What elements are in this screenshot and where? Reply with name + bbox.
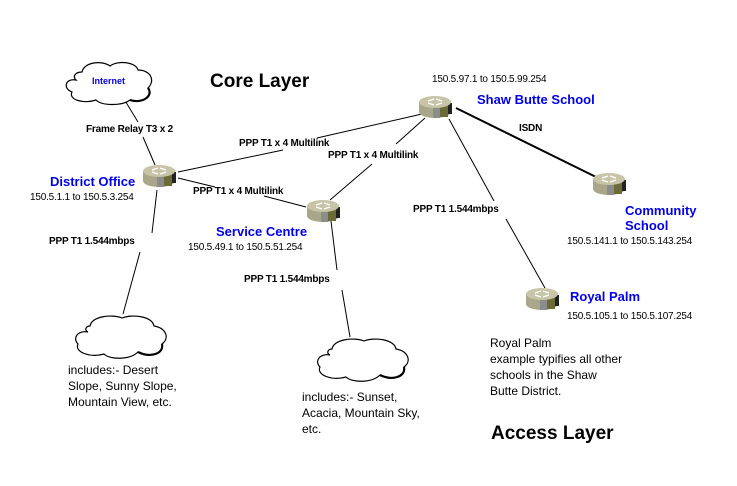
link-shaw-royal-a xyxy=(448,118,495,202)
link-internet-district-lower xyxy=(142,136,156,166)
link-internet-district xyxy=(123,98,139,123)
district-area-description: includes:- Desert Slope, Sunny Slope, Mo… xyxy=(68,362,208,410)
link-service-cloud-a xyxy=(330,220,338,271)
royal-palm-note: Royal Palm example typifies all other sc… xyxy=(490,335,650,399)
service-area-description-line3: etc. xyxy=(302,422,322,436)
access-layer-title: Access Layer xyxy=(491,423,614,444)
internet-cloud-icon xyxy=(65,61,153,106)
link-service-cloud-b xyxy=(341,289,351,338)
shaw-butte-name: Shaw Butte School xyxy=(477,92,595,107)
shaw-butte-range: 150.5.97.1 to 150.5.99.254 xyxy=(432,74,547,85)
district-office-range: 150.5.1.1 to 150.5.3.254 xyxy=(30,192,134,203)
link-label-district-service: PPP T1 x 4 Multilink xyxy=(193,186,284,197)
royal-palm-note-line1: Royal Palm xyxy=(490,336,552,350)
community-school-range: 150.5.141.1 to 150.5.143.254 xyxy=(567,236,693,247)
royal-palm-note-line3: schools in the Shaw xyxy=(490,368,597,382)
royal-palm-range: 150.5.105.1 to 150.5.107.254 xyxy=(567,311,693,322)
service-centre-range: 150.5.49.1 to 150.5.51.254 xyxy=(188,242,303,253)
royal-palm-note-line4: Butte District. xyxy=(490,384,562,398)
community-school-name-line1: Community xyxy=(625,203,697,218)
link-shaw-community xyxy=(455,107,597,178)
royal-palm-router-icon[interactable] xyxy=(525,286,561,312)
link-label-service-cloud: PPP T1 1.544mbps xyxy=(244,274,330,285)
community-school-name-line2: School xyxy=(625,218,669,233)
link-shaw-royal-b xyxy=(505,218,546,289)
community-school-router-icon[interactable] xyxy=(592,171,628,197)
core-layer-title: Core Layer xyxy=(210,71,310,92)
service-area-description-line1: includes:- Sunset, xyxy=(302,390,398,404)
service-centre-name: Service Centre xyxy=(216,224,308,239)
link-district-service-a xyxy=(177,177,216,188)
district-area-description-line2: Slope, Sunny Slope, xyxy=(68,379,177,393)
district-area-description-line1: includes:- Desert xyxy=(68,363,159,377)
royal-palm-note-line2: example typifies all other xyxy=(490,352,623,366)
link-shaw-service-a xyxy=(395,117,426,145)
link-district-cloud-a xyxy=(151,189,158,234)
service-area-description-line2: Acacia, Mountain Sky, xyxy=(302,406,420,420)
link-label-shaw-community: ISDN xyxy=(519,123,543,134)
link-label-shaw-royal: PPP T1 1.544mbps xyxy=(413,204,499,215)
link-district-shaw-b xyxy=(316,113,423,139)
royal-palm-name: Royal Palm xyxy=(570,289,641,304)
district-office-router-icon[interactable] xyxy=(142,163,178,189)
link-label-district-cloud: PPP T1 1.544mbps xyxy=(49,236,135,247)
link-shaw-service-b xyxy=(329,163,373,201)
link-district-service-b xyxy=(263,195,307,208)
link-label-district-shaw: PPP T1 x 4 Multilink xyxy=(239,138,330,149)
link-label-internet-district: Frame Relay T3 x 2 xyxy=(86,124,174,135)
service-area-cloud-icon xyxy=(317,338,409,382)
district-area-description-line3: Mountain View, etc. xyxy=(68,395,172,409)
link-district-cloud-b xyxy=(122,251,141,315)
internet-label: Internet xyxy=(92,76,126,86)
district-area-cloud-icon xyxy=(75,315,167,359)
link-label-shaw-service: PPP T1 x 4 Multilink xyxy=(328,150,419,161)
district-office-name: District Office xyxy=(50,174,136,189)
service-area-description: includes:- Sunset, Acacia, Mountain Sky,… xyxy=(302,389,452,437)
service-centre-router-icon[interactable] xyxy=(306,198,342,224)
shaw-butte-router-icon[interactable] xyxy=(418,94,454,120)
link-district-shaw-a xyxy=(177,149,284,173)
